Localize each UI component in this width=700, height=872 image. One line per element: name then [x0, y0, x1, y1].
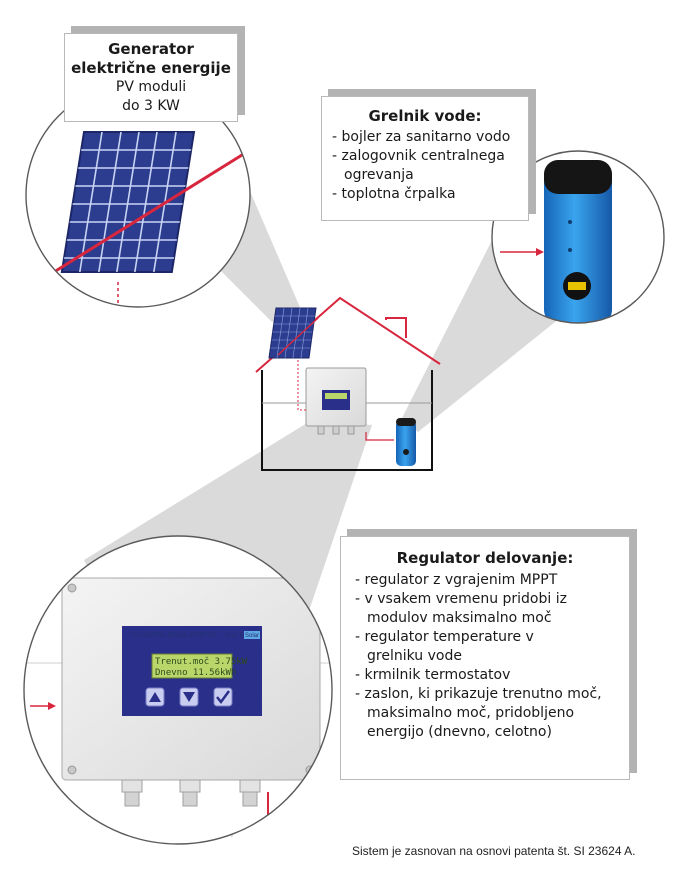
device-buttons — [145, 687, 233, 707]
regulator-list: regulator z vgrajenim MPPT v vsakem vrem… — [355, 571, 623, 742]
generator-line4: do 3 KW — [122, 98, 180, 114]
regulator-item: regulator temperature v grelniku vode — [355, 628, 587, 666]
small-regulator — [305, 367, 367, 435]
regulator-item: v vsakem vremenu pridobi iz modulov maks… — [355, 590, 599, 628]
heater-list: bojler za sanitarno vodo zalogovnik cent… — [332, 128, 528, 204]
heater-callout: Grelnik vode: bojler za sanitarno vodo z… — [321, 96, 529, 221]
heater-title: Grelnik vode: — [368, 107, 482, 125]
heater-item: toplotna črpalka — [332, 185, 528, 204]
confirm-button[interactable] — [213, 687, 233, 707]
regulator-item: regulator z vgrajenim MPPT — [355, 571, 623, 590]
checkmark-icon — [216, 690, 231, 705]
lcd-line-2: Dnevno 11.56kWh — [155, 668, 236, 678]
generator-title-line2: električne energije — [71, 59, 231, 77]
tank-zoom-circle — [491, 150, 665, 324]
heater-item: bojler za sanitarno vodo — [332, 128, 528, 147]
pv-zoom-circle — [25, 82, 251, 308]
device-brand-tag: Solar — [245, 633, 259, 639]
triangle-up-icon — [149, 692, 161, 702]
device-brand: Kon-Tiki — [226, 633, 248, 639]
regulator-item: zaslon, ki prikazuje trenutno moč, maksi… — [355, 685, 629, 742]
generator-callout: Generator električne energije PV moduli … — [64, 33, 238, 122]
regulator-callout: Regulator delovanje: regulator z vgrajen… — [340, 536, 630, 780]
triangle-down-icon — [183, 692, 195, 702]
pv-module — [60, 131, 196, 273]
generator-title-line1: Generator — [108, 40, 194, 58]
regulator-item: krmilnik termostatov — [355, 666, 623, 685]
small-pv-panel — [268, 307, 317, 359]
device-model-label: PV HEATING REGULATOR — [130, 633, 205, 639]
cable-glands — [121, 779, 261, 807]
regulator-zoom-circle: PV HEATING REGULATOR HTR3 Kon-Tiki Solar… — [23, 535, 333, 845]
regulator-device: PV HEATING REGULATOR HTR3 Kon-Tiki Solar… — [61, 577, 321, 807]
lcd-line-1: Trenut.moč 3.75kW — [155, 656, 248, 667]
regulator-title: Regulator delovanje: — [396, 549, 574, 567]
device-model-code: HTR3 — [200, 633, 216, 639]
heater-item: zalogovnik centralnega ogrevanja — [332, 147, 520, 185]
patent-footnote: Sistem je zasnovan na osnovi patenta št.… — [352, 844, 636, 858]
small-water-tank — [396, 418, 416, 466]
generator-line3: PV moduli — [115, 79, 187, 95]
